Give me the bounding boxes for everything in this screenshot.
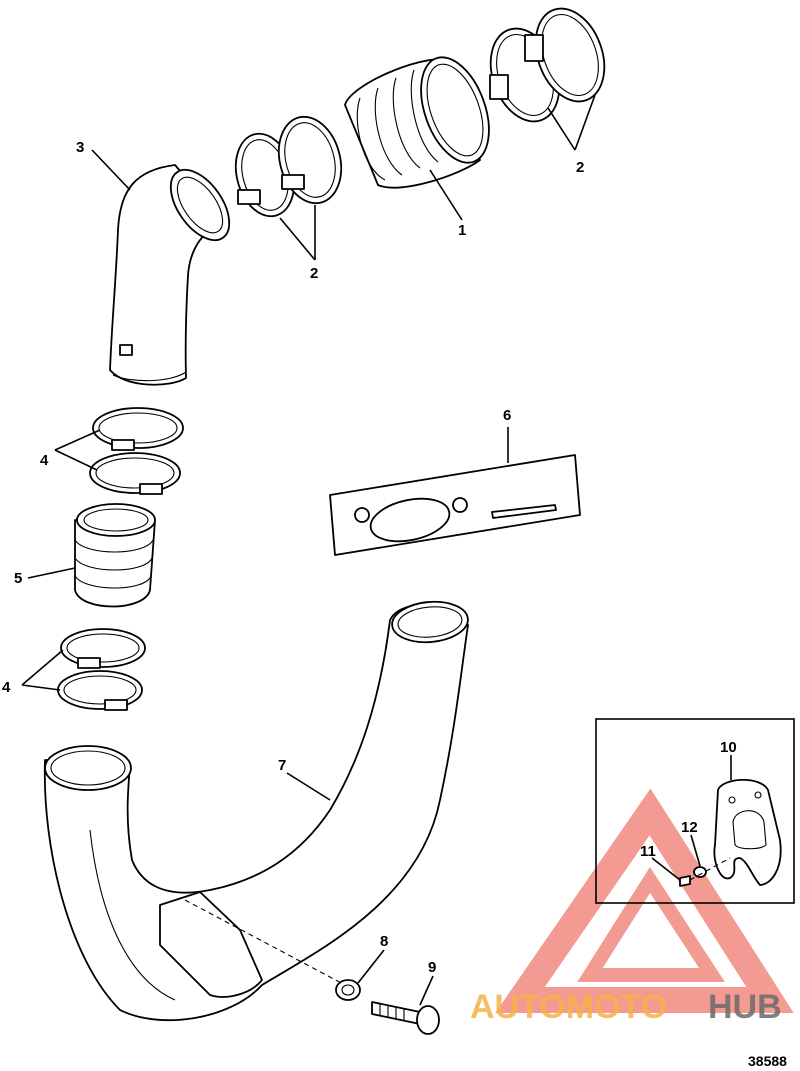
- part-9-bolt: [371, 1001, 440, 1035]
- callout-4-lower: 4: [2, 679, 11, 696]
- part-1-bellows: [344, 56, 490, 189]
- callout-1: 1: [458, 222, 466, 239]
- watermark-logo: [495, 788, 794, 1013]
- inset-detail-box: [595, 718, 795, 904]
- part-2-clamps-right: [489, 7, 606, 123]
- part-2-clamps-left: [234, 115, 343, 218]
- callout-8: 8: [380, 933, 388, 950]
- callout-3: 3: [76, 139, 84, 156]
- callout-9: 9: [428, 959, 436, 976]
- part-10-gasket: [713, 778, 782, 886]
- part-7-exhaust-pipe: [43, 600, 469, 1021]
- callout-5: 5: [14, 570, 22, 587]
- part-4-clamps-lower: [57, 628, 146, 711]
- watermark-text-primary: AUTOMOTO: [470, 988, 667, 1026]
- callout-11: 11: [640, 843, 656, 860]
- callout-7: 7: [278, 757, 286, 774]
- watermark-text-secondary: HUB: [708, 988, 782, 1026]
- part-12-washer: [693, 866, 707, 878]
- callout-6: 6: [503, 407, 511, 424]
- part-5-bellows: [74, 503, 156, 608]
- callout-2-right: 2: [576, 159, 584, 176]
- part-6-plate: [329, 454, 581, 556]
- part-3-elbow: [109, 164, 231, 386]
- callout-4-upper: 4: [40, 452, 49, 469]
- callout-2-left: 2: [310, 265, 318, 282]
- part-11-screw: [679, 875, 691, 887]
- inset-assembly-line: [689, 857, 731, 881]
- watermark-text: AUTOMOTO HUB: [470, 988, 782, 1026]
- callout-labels: 3 1 2 2 4 5 4 6 7 8 9 10 12 11: [2, 139, 737, 976]
- callout-12: 12: [681, 819, 698, 836]
- callout-10: 10: [720, 739, 737, 756]
- assembly-line: [184, 899, 346, 986]
- figure-number: 38588: [748, 1053, 787, 1069]
- leader-lines: [21, 94, 732, 1006]
- part-8-washer: [335, 979, 361, 1001]
- part-4-clamps-upper: [89, 407, 184, 495]
